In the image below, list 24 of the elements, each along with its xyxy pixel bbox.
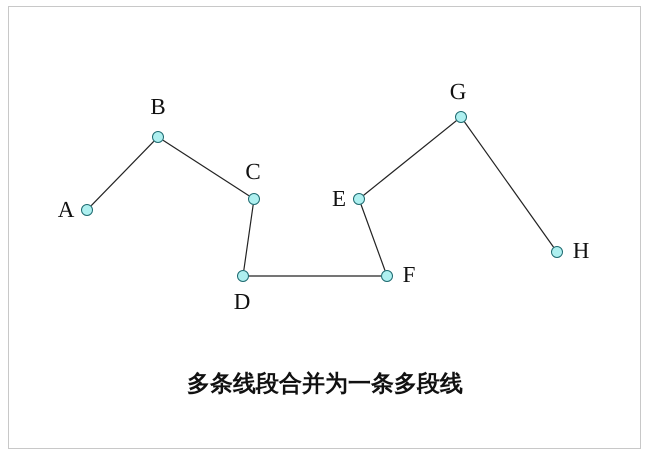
line-segment — [464, 122, 554, 248]
point-label: A — [58, 197, 74, 223]
point-marker — [381, 270, 393, 282]
line-segment — [162, 140, 250, 196]
point-label: G — [450, 79, 466, 105]
line-segment — [360, 204, 386, 271]
line-segment — [243, 204, 254, 270]
point-marker — [353, 193, 365, 205]
point-label: F — [402, 262, 416, 288]
point-label: C — [245, 159, 261, 185]
point-marker — [237, 270, 249, 282]
point-label: D — [234, 289, 250, 315]
point-marker — [248, 193, 260, 205]
line-segment — [90, 140, 154, 206]
point-label: H — [572, 238, 590, 264]
point-marker — [551, 246, 563, 258]
caption: 多条线段合并为一条多段线 — [186, 370, 464, 399]
point-marker — [455, 111, 467, 123]
line-segment — [363, 120, 457, 196]
line-segment — [249, 275, 381, 277]
point-label: B — [150, 94, 166, 120]
point-marker — [81, 204, 93, 216]
point-marker — [152, 131, 164, 143]
point-label: E — [332, 186, 346, 212]
